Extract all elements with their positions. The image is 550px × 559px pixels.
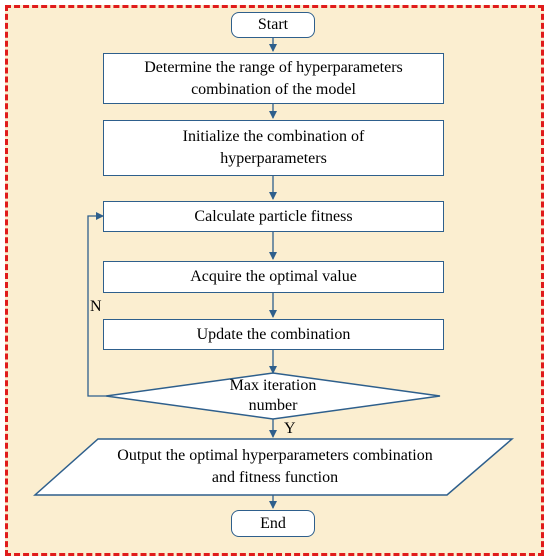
step-update-combination: Update the combination bbox=[103, 319, 444, 350]
step-initialize: Initialize the combination of hyperparam… bbox=[103, 120, 444, 176]
start-terminal: Start bbox=[231, 12, 315, 38]
decision-diamond bbox=[105, 372, 441, 420]
step-calculate-fitness-label: Calculate particle fitness bbox=[194, 207, 353, 225]
yes-branch-label: Y bbox=[284, 420, 296, 437]
step-determine-range: Determine the range of hyperparameters c… bbox=[103, 53, 444, 104]
no-branch-label: N bbox=[90, 298, 102, 315]
step-update-combination-label: Update the combination bbox=[196, 325, 351, 343]
end-label: End bbox=[260, 514, 286, 532]
output-result: Output the optimal hyperparameters combi… bbox=[105, 442, 445, 492]
loop-back-arrow bbox=[87, 212, 106, 397]
step-determine-range-label: Determine the range of hyperparameters c… bbox=[144, 58, 403, 98]
start-label: Start bbox=[257, 16, 289, 33]
output-parallelogram bbox=[33, 438, 515, 496]
output-label: Output the optimal hyperparameters combi… bbox=[117, 447, 433, 486]
step-acquire-optimal-label: Acquire the optimal value bbox=[190, 268, 357, 285]
step-acquire-optimal: Acquire the optimal value bbox=[103, 261, 444, 293]
end-terminal: End bbox=[231, 510, 315, 537]
step-initialize-label: Initialize the combination of hyperparam… bbox=[182, 128, 365, 167]
decision-max-iteration: Max iteration number bbox=[213, 374, 333, 418]
decision-label: Max iteration number bbox=[229, 377, 317, 414]
step-calculate-fitness: Calculate particle fitness bbox=[103, 201, 444, 232]
